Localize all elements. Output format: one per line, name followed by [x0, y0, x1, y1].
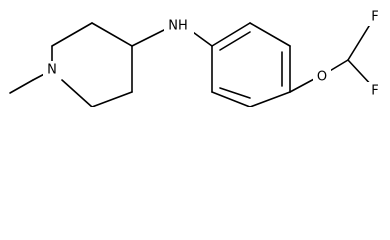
bond-aryl-o — [289, 77, 317, 93]
bond-aryl-double-1 — [219, 31, 251, 51]
bond-aryl-c1-c2 — [211, 22, 251, 47]
bond-aryl-double-3 — [219, 87, 251, 99]
bond-ring-c6-n — [61, 79, 93, 107]
bond-aryl-c4-c5 — [249, 91, 291, 107]
bond-aryl-c5-c6 — [211, 91, 251, 107]
fluorine-top-label: F — [371, 10, 378, 25]
molecule-structure: N NH O F F — [9, 8, 384, 107]
amine-nitrogen-label: NH — [168, 19, 188, 34]
bond-ring-c3-c4 — [91, 22, 133, 47]
fluorine-bottom-label: F — [371, 84, 378, 99]
piperidine-nitrogen-label: N — [47, 63, 57, 78]
bond-ring-c5-c6 — [91, 91, 133, 107]
bond-c4-nh — [131, 26, 171, 47]
bond-ring-c2-c3 — [51, 22, 93, 47]
bond-o-chf2 — [327, 59, 349, 73]
bond-aryl-c2-c3 — [249, 22, 291, 47]
bond-ethyl-ch3-ch2 — [9, 79, 34, 94]
ether-oxygen-label: O — [317, 70, 327, 85]
